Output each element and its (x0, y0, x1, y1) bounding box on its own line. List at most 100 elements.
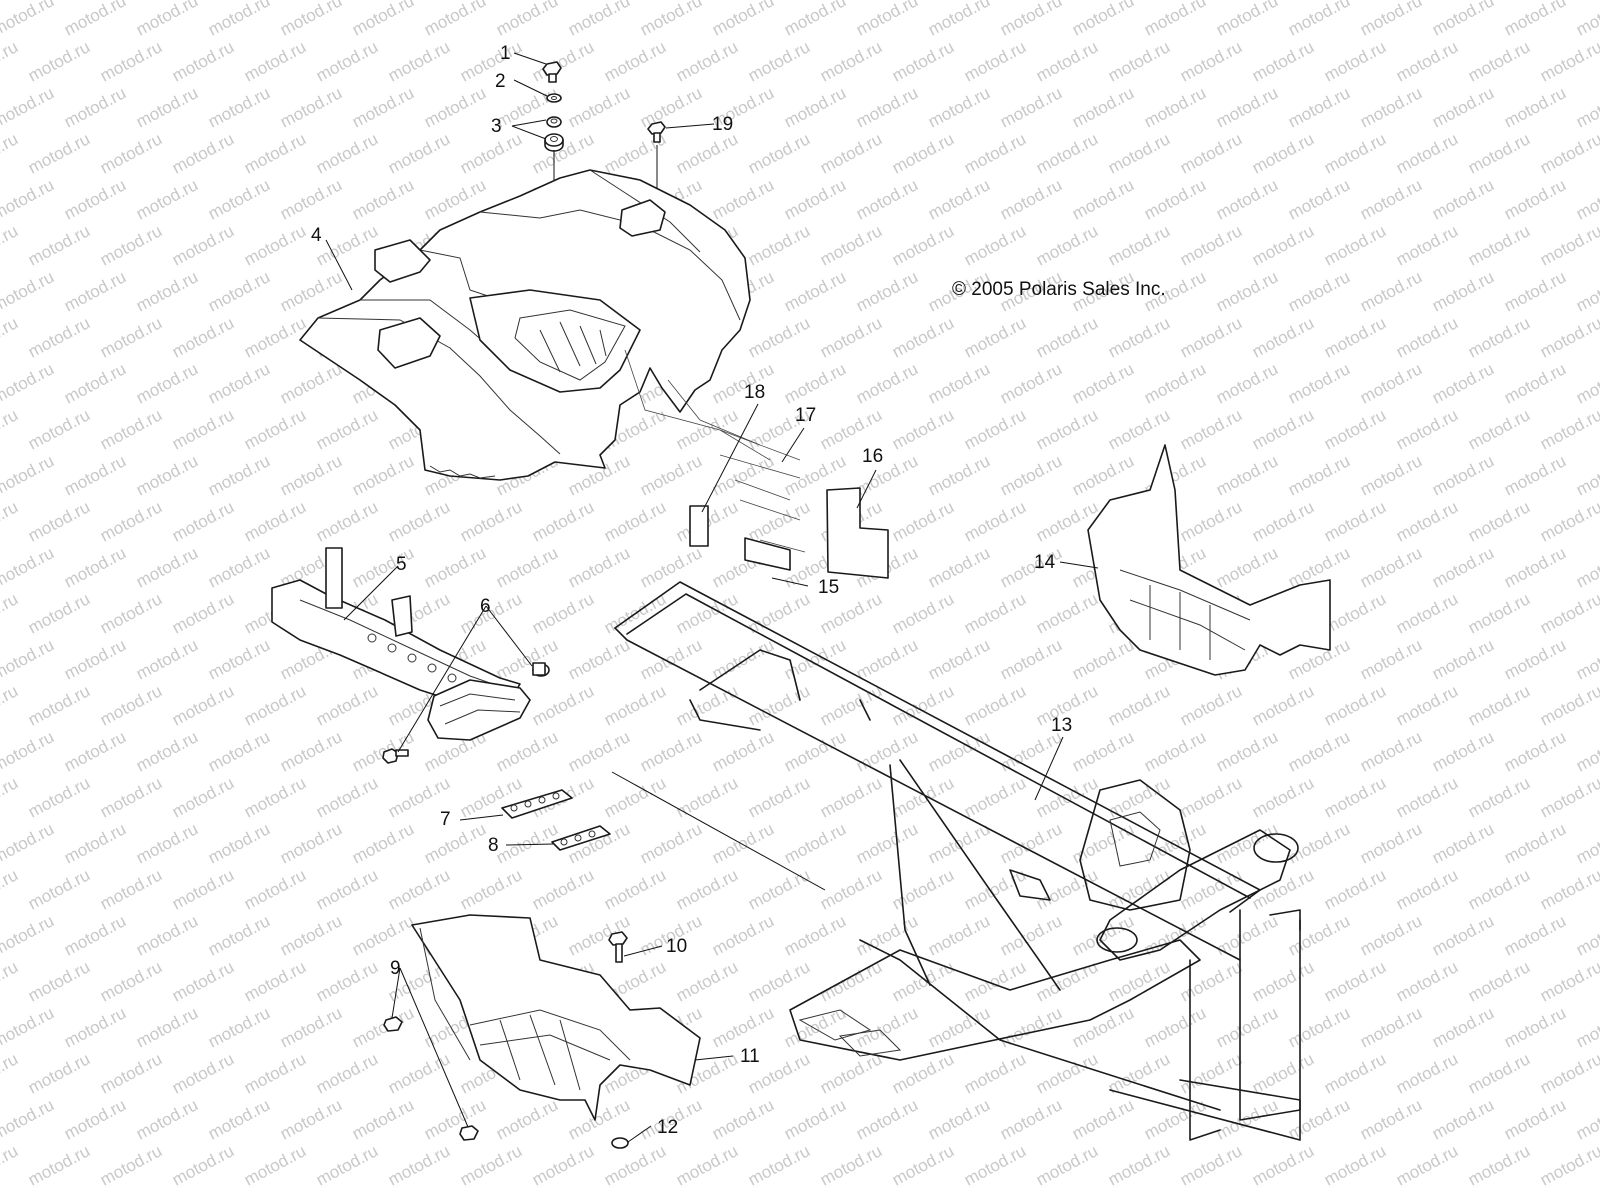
watermark-text: motod.ru (1213, 727, 1281, 775)
watermark-text: motod.ru (0, 83, 57, 131)
watermark-text: motod.ru (0, 727, 57, 775)
watermark-text: motod.ru (889, 1049, 957, 1097)
part-decal-16 (826, 487, 889, 579)
watermark-text: motod.ru (241, 1049, 309, 1097)
decal-line-a (624, 349, 771, 461)
watermark-text: motod.ru (529, 1141, 597, 1189)
watermark-text: motod.ru (1573, 819, 1600, 867)
watermark-text: motod.ru (97, 1141, 165, 1189)
watermark-text: motod.ru (97, 37, 165, 85)
watermark-text: motod.ru (961, 129, 1029, 177)
watermark-text: motod.ru (925, 359, 993, 407)
watermark-text: motod.ru (169, 497, 237, 545)
watermark-text: motod.ru (1537, 405, 1600, 453)
watermark-text: motod.ru (349, 911, 417, 959)
callout-5: 5 (396, 554, 407, 575)
watermark-text: motod.ru (889, 221, 957, 269)
watermark-text: motod.ru (205, 727, 273, 775)
watermark-text: motod.ru (1069, 1095, 1137, 1143)
watermark-text: motod.ru (889, 37, 957, 85)
watermark-text: motod.ru (1033, 1141, 1101, 1189)
watermark-text: motod.ru (1321, 773, 1389, 821)
watermark-text: motod.ru (25, 129, 93, 177)
watermark-text: motod.ru (277, 819, 345, 867)
watermark-text: motod.ru (493, 543, 561, 591)
watermark-text: motod.ru (1213, 1003, 1281, 1051)
watermark-text: motod.ru (1177, 37, 1245, 85)
watermark-text: motod.ru (241, 865, 309, 913)
watermark-text: motod.ru (61, 175, 129, 223)
watermark-text: motod.ru (1357, 543, 1425, 591)
watermark-text: motod.ru (313, 1049, 381, 1097)
watermark-text: motod.ru (277, 911, 345, 959)
watermark-text: motod.ru (817, 37, 885, 85)
watermark-text: motod.ru (169, 129, 237, 177)
watermark-text: motod.ru (673, 1141, 741, 1189)
watermark-text: motod.ru (241, 957, 309, 1005)
watermark-text: motod.ru (781, 0, 849, 40)
watermark-text: motod.ru (961, 589, 1029, 637)
callout-17: 17 (795, 405, 816, 426)
watermark-text: motod.ru (709, 911, 777, 959)
watermark-text: motod.ru (205, 359, 273, 407)
watermark-text: motod.ru (1465, 37, 1533, 85)
watermark-text: motod.ru (853, 1095, 921, 1143)
watermark-text: motod.ru (1069, 727, 1137, 775)
watermark-text: motod.ru (1033, 865, 1101, 913)
watermark-text: motod.ru (133, 359, 201, 407)
watermark-text: motod.ru (0, 359, 57, 407)
watermark-text: motod.ru (277, 359, 345, 407)
watermark-text: motod.ru (349, 1003, 417, 1051)
watermark-text: motod.ru (1537, 773, 1600, 821)
watermark-text: motod.ru (205, 543, 273, 591)
watermark-text: motod.ru (1177, 313, 1245, 361)
watermark-text: motod.ru (925, 727, 993, 775)
watermark-text: motod.ru (1573, 83, 1600, 131)
watermark-text: motod.ru (1393, 497, 1461, 545)
watermark-text: motod.ru (961, 681, 1029, 729)
watermark-text: motod.ru (781, 267, 849, 315)
watermark-text: motod.ru (1393, 129, 1461, 177)
watermark-text: motod.ru (313, 773, 381, 821)
watermark-text: motod.ru (97, 221, 165, 269)
watermark-text: motod.ru (0, 957, 21, 1005)
watermark-text: motod.ru (925, 0, 993, 40)
watermark-text: motod.ru (61, 451, 129, 499)
watermark-text: motod.ru (853, 635, 921, 683)
callout-10: 10 (666, 936, 687, 957)
callout-15: 15 (818, 577, 839, 598)
watermark-text: motod.ru (817, 1049, 885, 1097)
watermark-text: motod.ru (1357, 635, 1425, 683)
watermark-text: motod.ru (1249, 37, 1317, 85)
watermark-text: motod.ru (1357, 1095, 1425, 1143)
copyright-notice: © 2005 Polaris Sales Inc. (952, 279, 1166, 300)
watermark-text: motod.ru (1033, 221, 1101, 269)
watermark-text: motod.ru (1033, 405, 1101, 453)
watermark-text: motod.ru (961, 37, 1029, 85)
watermark-text: motod.ru (457, 589, 525, 637)
watermark-text: motod.ru (1465, 1141, 1533, 1189)
watermark-text: motod.ru (601, 773, 669, 821)
watermark-text: motod.ru (673, 865, 741, 913)
watermark-text: motod.ru (421, 819, 489, 867)
watermark-text: motod.ru (601, 37, 669, 85)
watermark-text: motod.ru (565, 543, 633, 591)
watermark-text: motod.ru (0, 773, 21, 821)
watermark-text: motod.ru (997, 175, 1065, 223)
watermark-text: motod.ru (1321, 129, 1389, 177)
watermark-text: motod.ru (1177, 957, 1245, 1005)
watermark-text: motod.ru (61, 727, 129, 775)
watermark-text: motod.ru (1321, 589, 1389, 637)
watermark-text: motod.ru (277, 267, 345, 315)
watermark-text: motod.ru (853, 911, 921, 959)
part-washer-3b (544, 133, 564, 152)
watermark-text: motod.ru (1033, 37, 1101, 85)
watermark-text: motod.ru (1429, 359, 1497, 407)
watermark-text: motod.ru (1429, 1003, 1497, 1051)
watermark-text: motod.ru (277, 175, 345, 223)
watermark-text: motod.ru (961, 405, 1029, 453)
watermark-text: motod.ru (529, 681, 597, 729)
watermark-text: motod.ru (1357, 175, 1425, 223)
watermark-text: motod.ru (169, 37, 237, 85)
watermark-text: motod.ru (61, 543, 129, 591)
